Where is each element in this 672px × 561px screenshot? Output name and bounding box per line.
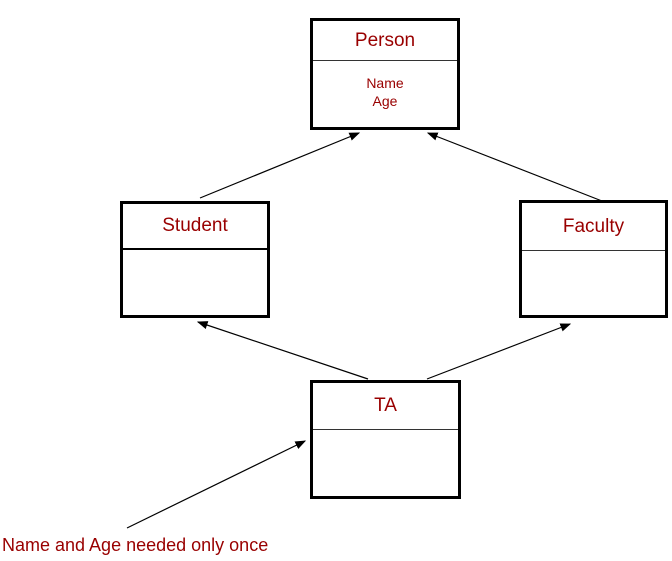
class-box-student: Student: [120, 201, 270, 318]
class-box-faculty: Faculty: [519, 200, 668, 318]
class-title-person: Person: [313, 21, 457, 61]
annotation-arrow-to-ta: [126, 440, 307, 529]
class-title-faculty: Faculty: [522, 203, 665, 251]
class-title-student: Student: [123, 204, 267, 250]
class-attributes-ta: [313, 430, 458, 443]
attribute-age: Age: [372, 93, 398, 109]
class-attributes-faculty: [522, 251, 665, 264]
inheritance-arrow-ta-to-student: [196, 321, 369, 380]
inheritance-arrow-ta-to-faculty: [426, 323, 572, 380]
class-attributes-person: Name Age: [313, 61, 457, 110]
annotation-text: Name and Age needed only once: [2, 535, 269, 555]
class-box-ta: TA: [310, 380, 461, 499]
inheritance-arrow-faculty-to-person: [426, 132, 603, 202]
class-attributes-student: [123, 250, 267, 263]
inheritance-arrow-student-to-person: [199, 132, 361, 199]
class-box-person: Person Name Age: [310, 18, 460, 130]
attribute-name: Name: [366, 75, 404, 91]
class-title-ta: TA: [313, 383, 458, 430]
